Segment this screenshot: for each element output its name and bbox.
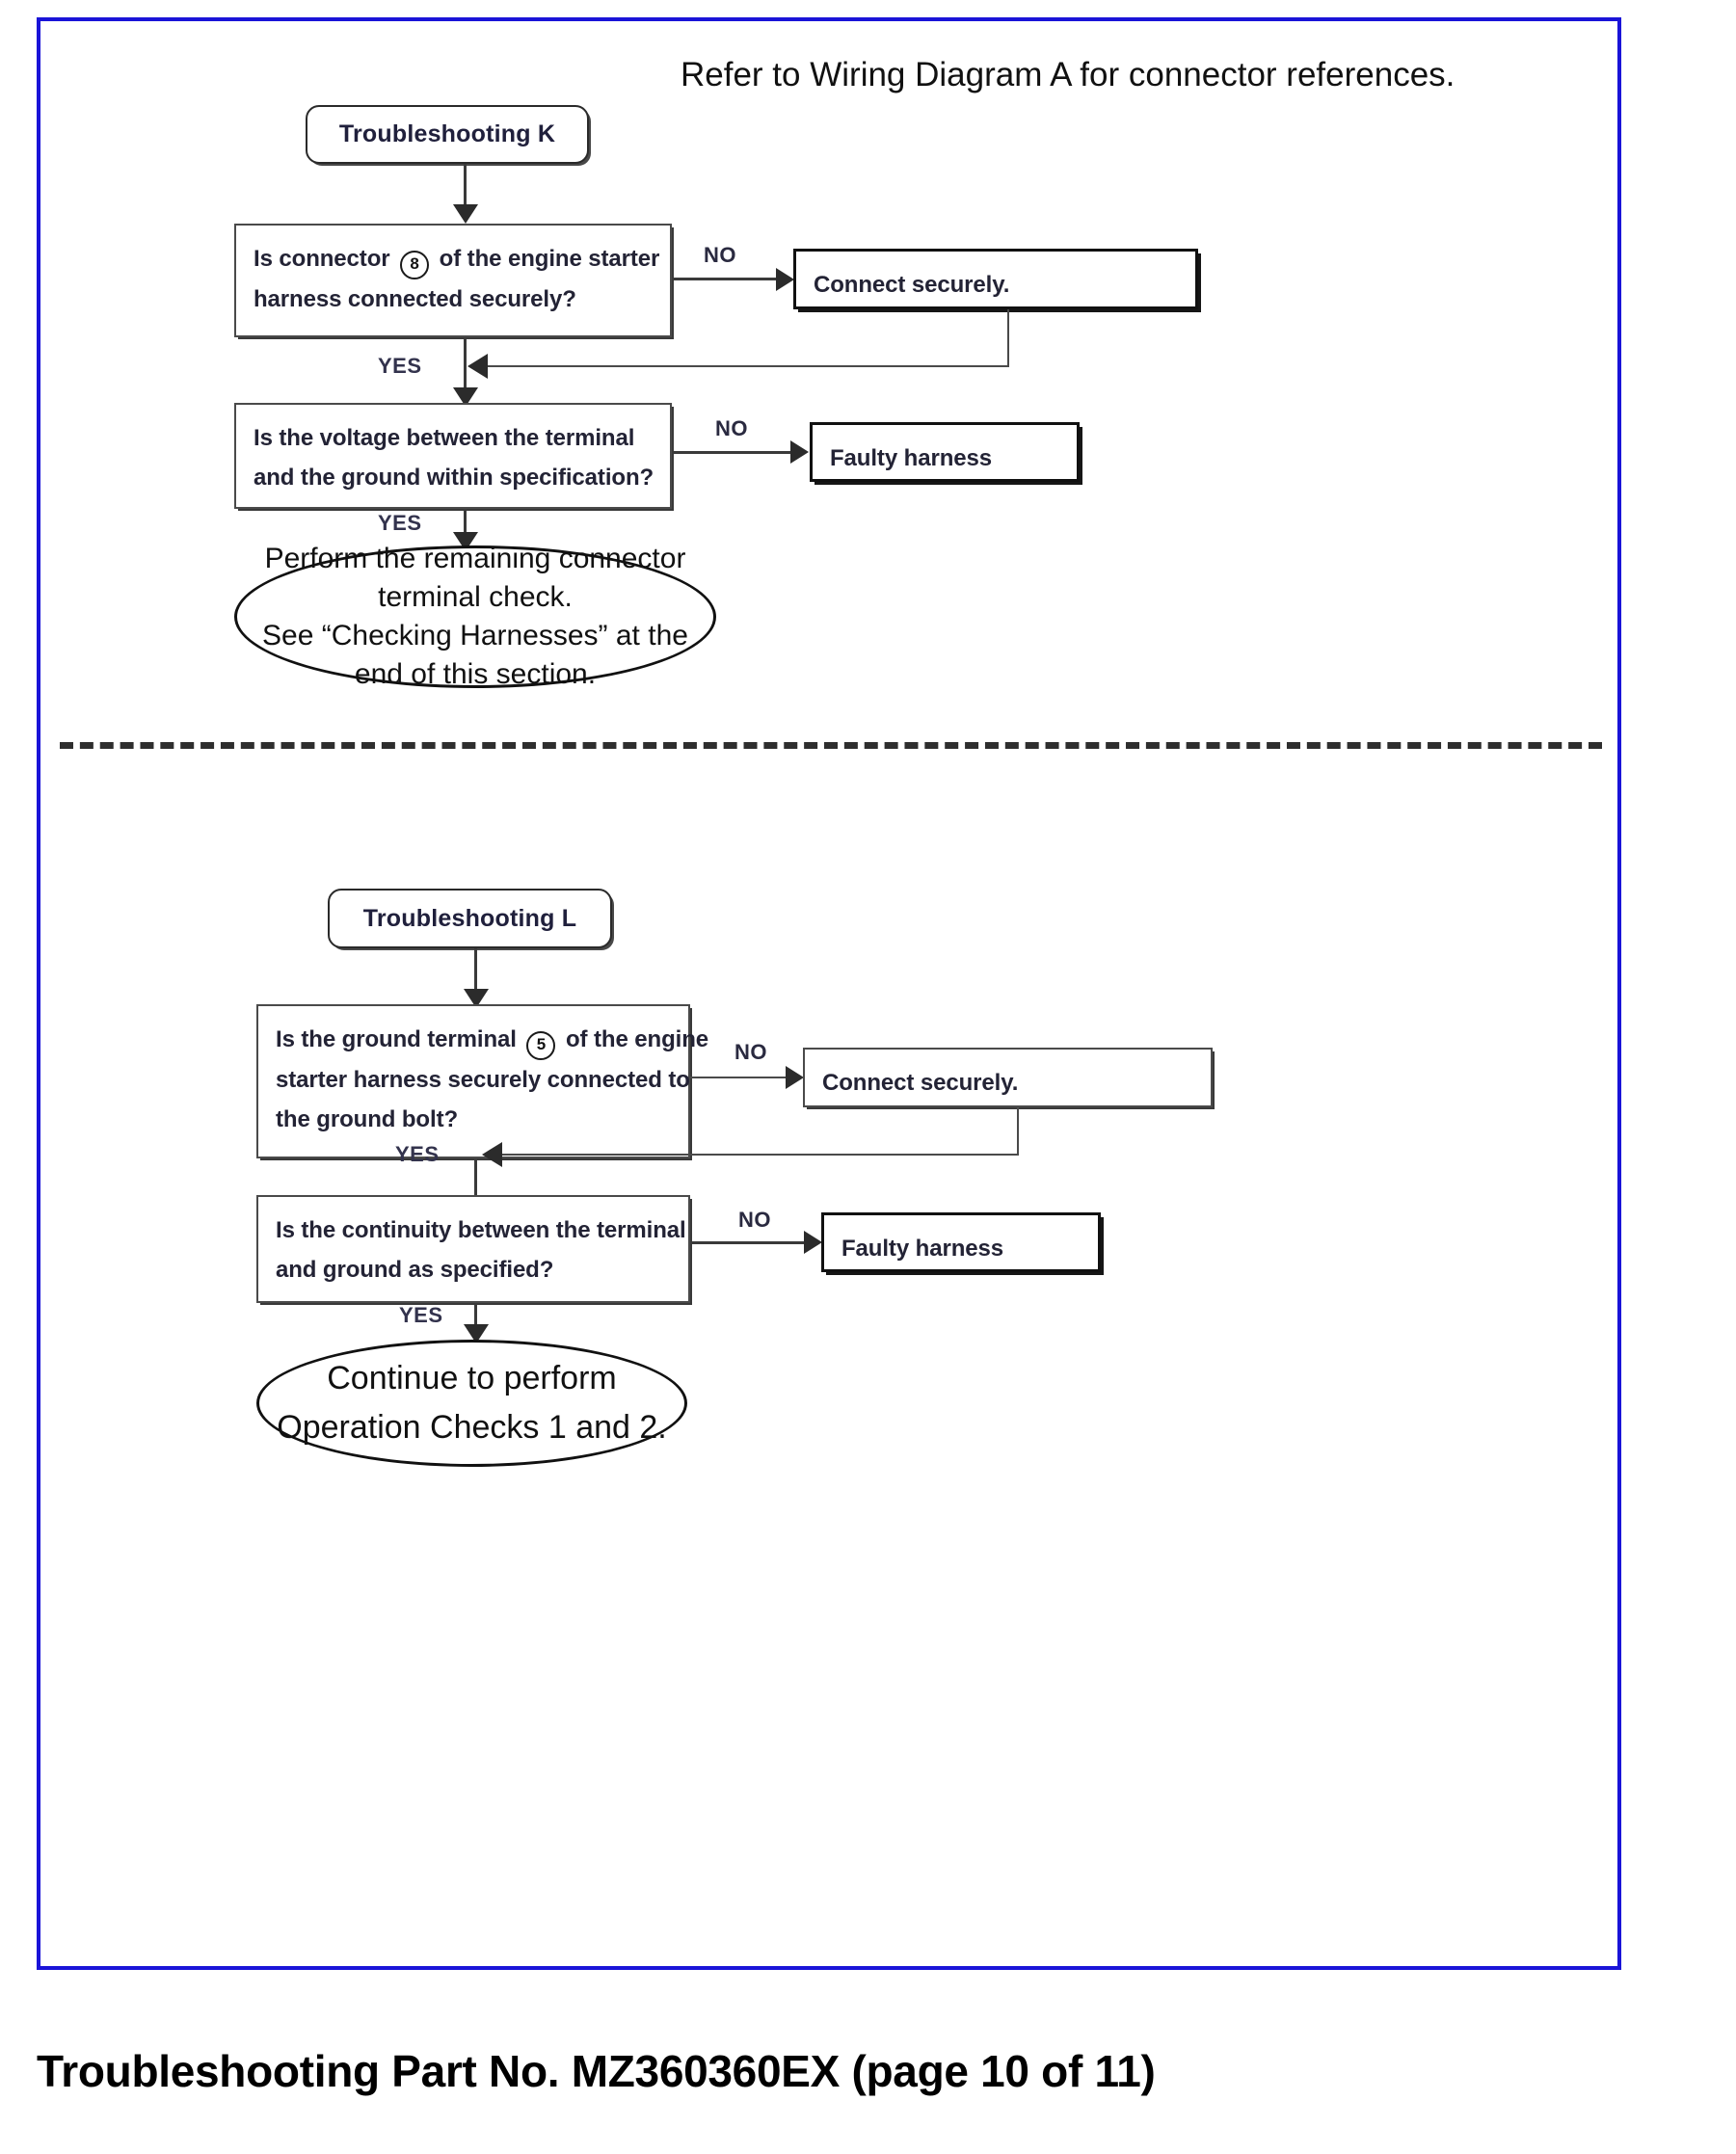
flow-l-question-2-line-1: Is the continuity between the terminal (276, 1217, 686, 1243)
flow-l-arrow-q2-yes (464, 1324, 489, 1343)
flow-l-edge-q1-no (690, 1077, 791, 1078)
flow-l-action-faulty-harness: Faulty harness (821, 1212, 1101, 1272)
flow-k-action-faulty-harness: Faulty harness (810, 422, 1080, 482)
flow-k-label-q2-no: NO (715, 416, 748, 440)
flow-k-arrow-q1-no (776, 268, 794, 291)
flow-k-start-label: Troubleshooting K (338, 120, 556, 147)
flow-l-end-line-2: Operation Checks 1 and 2. (277, 1409, 667, 1446)
flow-k-action-faulty-harness-label: Faulty harness (830, 445, 992, 471)
flow-k-end-line-4: end of this section. (354, 658, 597, 690)
flow-k-arrow-q1-yes (453, 387, 478, 407)
flow-k-question-2-line-1: Is the voltage between the terminal (254, 425, 635, 451)
flow-l-question-1-line-1: Is the ground terminal 5 of the engine (276, 1020, 708, 1060)
flow-l-end-line-1: Continue to perform (327, 1360, 617, 1396)
flow-k-end-node: Perform the remaining connector terminal… (234, 543, 716, 690)
ground-terminal-ref-icon: 5 (526, 1031, 556, 1060)
flow-k-end-line-2: terminal check. (378, 581, 573, 613)
flow-l-label-q1-no: NO (734, 1040, 767, 1064)
flow-k-action-connect-securely: Connect securely. (793, 249, 1198, 309)
flow-l-edge-start-to-q1 (474, 948, 477, 1002)
flow-k-end-line-1: Perform the remaining connector (264, 543, 686, 574)
flow-l-label-q2-no: NO (738, 1208, 771, 1232)
flow-l-label-q1-yes: YES (395, 1142, 440, 1166)
flow-l-question-1-line-2: starter harness securely connected to (276, 1067, 690, 1093)
flow-l-edge-q2-no (690, 1241, 811, 1244)
flow-l-arrow-start-to-q1 (464, 989, 489, 1008)
flow-k-label-q2-yes: YES (378, 511, 422, 535)
flow-l-question-1: Is the ground terminal 5 of the engine s… (256, 1004, 708, 1158)
flow-k-question-1-line-2: harness connected securely? (254, 286, 576, 312)
flow-k-arrow-q2-no (790, 440, 809, 464)
flow-k-feedback-vertical (1007, 309, 1009, 367)
flow-k-edge-q1-no (672, 278, 783, 280)
flow-k-label-q1-yes: YES (378, 354, 422, 378)
connector-ref-icon: 8 (400, 251, 430, 279)
flow-l-start-node: Troubleshooting L (328, 889, 612, 948)
flow-l-action-connect-securely-label: Connect securely. (822, 1070, 1019, 1096)
flow-k-end-line-3: See “Checking Harnesses” at the (262, 620, 688, 652)
flow-l-action-faulty-harness-label: Faulty harness (841, 1236, 1003, 1262)
flow-l-action-connect-securely: Connect securely. (803, 1048, 1213, 1107)
flow-k-edge-q2-no (672, 451, 797, 454)
section-divider (60, 742, 1602, 749)
flow-k-edge-start-to-q1 (464, 164, 467, 215)
page-caption: Troubleshooting Part No. MZ360360EX (pag… (37, 2046, 1156, 2096)
flow-k-edge-q1-yes (464, 337, 467, 398)
flow-l-start-label: Troubleshooting L (362, 904, 577, 932)
flow-l-question-2-line-2: and ground as specified? (276, 1257, 554, 1283)
flow-k-question-1: Is connector 8 of the engine starter har… (234, 224, 672, 337)
flow-k-arrow-feedback (467, 354, 488, 379)
flow-k-start-node: Troubleshooting K (306, 105, 589, 164)
flow-k-feedback-horizontal (487, 365, 1009, 367)
flow-k-arrow-start-to-q1 (453, 204, 478, 224)
flow-l-end-node: Continue to perform Operation Checks 1 a… (256, 1340, 687, 1467)
flow-l-label-q2-yes: YES (399, 1303, 443, 1327)
flow-l-question-1-line-3: the ground bolt? (276, 1106, 459, 1132)
flow-k-action-connect-securely-label: Connect securely. (814, 272, 1010, 298)
flow-l-feedback-vertical (1017, 1107, 1019, 1156)
flow-l-feedback-horizontal (501, 1154, 1017, 1156)
flow-l-arrow-q1-no (786, 1066, 804, 1089)
page-border (37, 17, 1621, 1970)
wiring-diagram-note: Refer to Wiring Diagram A for connector … (681, 56, 1456, 93)
flow-l-question-2: Is the continuity between the terminal a… (256, 1195, 690, 1303)
flow-l-arrow-q2-no (804, 1231, 822, 1254)
flow-l-edge-q1-yes (474, 1158, 477, 1214)
flow-l-arrow-feedback (482, 1142, 502, 1167)
flow-k-label-q1-no: NO (704, 243, 736, 267)
flow-k-question-2-line-2: and the ground within specification? (254, 465, 654, 491)
flow-k-question-2: Is the voltage between the terminal and … (234, 403, 672, 509)
flow-k-question-1-line-1: Is connector 8 of the engine starter (254, 239, 659, 279)
